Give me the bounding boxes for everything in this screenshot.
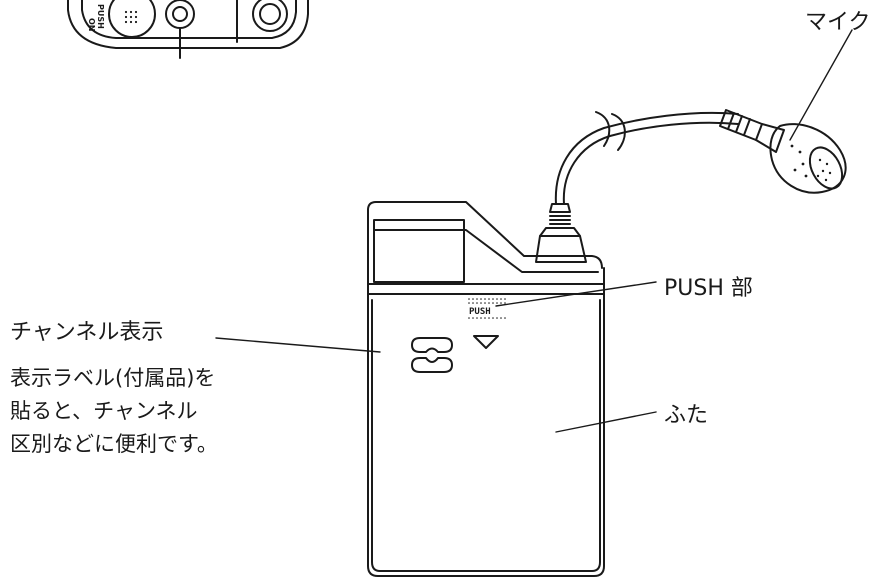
top-knob-outer — [252, 0, 288, 32]
top-knob-inner — [259, 3, 281, 25]
label-push-part: PUSH 部 — [664, 276, 753, 301]
push-area: PUSH — [468, 298, 506, 349]
leader-lines — [215, 29, 853, 433]
label-note-line-3: 区別などに便利です。 — [10, 432, 218, 456]
channel-display-slot — [411, 337, 453, 373]
label-note-line-1: 表示ラベル(付属品)を — [10, 366, 216, 390]
cable-connector — [535, 203, 587, 263]
leader-mic — [789, 29, 853, 141]
top-panel-view: PUSH ON — [67, 0, 309, 59]
top-jack-outer — [165, 0, 195, 29]
label-cover: ふた — [664, 403, 709, 428]
top-button-dots — [124, 10, 138, 24]
push-dot-pattern — [468, 298, 506, 319]
top-power-button — [108, 0, 156, 38]
label-mic: マイク — [805, 10, 871, 35]
leader-channel — [215, 337, 381, 353]
mic-cable — [554, 111, 739, 205]
leader-cover — [555, 411, 657, 433]
push-mark-text: PUSH — [469, 307, 491, 317]
top-window — [373, 219, 465, 283]
label-channel-display: チャンネル表示 — [10, 320, 164, 345]
microphone — [719, 109, 847, 194]
leader-push — [495, 281, 657, 307]
label-note-line-2: 貼ると、チャンネル — [10, 399, 198, 423]
top-push-mark: PUSH — [96, 4, 105, 29]
transmitter-body — [367, 201, 605, 577]
push-arrow — [473, 335, 499, 349]
mic-grille — [808, 146, 844, 190]
top-jack-inner — [172, 6, 188, 22]
top-on-mark: ON — [87, 18, 96, 32]
